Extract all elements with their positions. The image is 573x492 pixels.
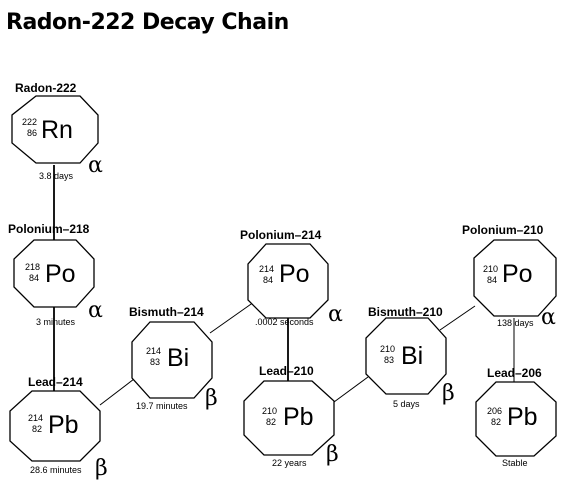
octagon-shape (473, 239, 557, 317)
octagon-shape (11, 95, 99, 164)
decay-symbol: β (442, 381, 455, 406)
element-symbol: Pb (283, 403, 314, 431)
mass-number: 214 (259, 264, 274, 274)
atomic-number: 82 (32, 424, 42, 434)
decay-symbol: α (328, 302, 343, 327)
node-polonium-214: Polonium–214 214 84 Po .0002 seconds α (240, 228, 343, 327)
mass-number: 206 (487, 406, 502, 416)
decay-symbol: α (88, 298, 103, 323)
atomic-number: 84 (487, 275, 497, 285)
atomic-number: 82 (491, 417, 501, 427)
mass-number: 214 (146, 346, 161, 356)
octagon-shape (243, 380, 335, 456)
half-life: 19.7 minutes (136, 401, 188, 411)
node-radon-222: Radon-222 222 86 Rn 3.8 days α (11, 81, 103, 181)
node-polonium-218: Polonium–218 218 84 Po 3 minutes α (8, 222, 103, 327)
atomic-number: 83 (150, 357, 160, 367)
decay-symbol: α (88, 153, 103, 178)
element-symbol: Bi (167, 344, 189, 372)
node-polonium-210: Polonium–210 210 84 Po 138 days α (462, 223, 557, 330)
octagon-shape (365, 317, 447, 395)
node-name: Lead–206 (487, 366, 542, 380)
mass-number: 210 (262, 406, 277, 416)
octagon-shape (13, 239, 95, 308)
element-symbol: Po (45, 260, 76, 288)
mass-number: 214 (28, 413, 43, 423)
node-bismuth-214: Bismuth–214 214 83 Bi 19.7 minutes β (129, 305, 218, 411)
octagon-shape (9, 390, 101, 462)
node-name: Polonium–214 (240, 228, 322, 242)
link-bi210-po210 (439, 305, 476, 331)
element-symbol: Po (279, 260, 310, 288)
atomic-number: 82 (266, 417, 276, 427)
link-pb214-bi214 (99, 378, 135, 406)
atomic-number: 86 (27, 128, 37, 138)
node-name: Bismuth–214 (129, 305, 204, 319)
node-name: Lead–210 (259, 364, 314, 378)
half-life: 138 days (497, 318, 534, 328)
node-name: Polonium–218 (8, 222, 90, 236)
node-lead-210: Lead–210 210 82 Pb 22 years β (243, 364, 339, 468)
half-life: Stable (502, 458, 528, 468)
decay-symbol: β (95, 456, 108, 481)
node-name: Radon-222 (15, 81, 77, 95)
mass-number: 210 (380, 344, 395, 354)
page-title: Radon-222 Decay Chain (6, 10, 289, 35)
decay-symbol: β (205, 386, 218, 411)
decay-symbol: α (541, 305, 556, 330)
mass-number: 222 (22, 117, 37, 127)
half-life: 28.6 minutes (30, 465, 82, 475)
half-life: 5 days (393, 399, 420, 409)
mass-number: 210 (483, 264, 498, 274)
mass-number: 218 (25, 262, 40, 272)
octagon-shape (247, 243, 329, 319)
node-lead-214: Lead–214 214 82 Pb 28.6 minutes β (9, 375, 108, 481)
octagon-shape (131, 321, 213, 399)
atomic-number: 83 (384, 355, 394, 365)
link-bi214-po214 (209, 301, 255, 334)
octagon-shape (475, 381, 557, 457)
half-life: .0002 seconds (255, 317, 314, 327)
element-symbol: Po (502, 260, 533, 288)
half-life: 3.8 days (39, 171, 74, 181)
atomic-number: 84 (263, 275, 273, 285)
element-symbol: Bi (401, 342, 423, 370)
decay-symbol: β (326, 442, 339, 467)
node-lead-206: Lead–206 206 82 Pb Stable (475, 366, 557, 468)
element-symbol: Pb (48, 411, 79, 439)
node-name: Polonium–210 (462, 223, 544, 237)
element-symbol: Pb (507, 403, 538, 431)
element-symbol: Rn (41, 116, 73, 144)
node-bismuth-210: Bismuth–210 210 83 Bi 5 days β (365, 305, 455, 409)
node-name: Lead–214 (28, 375, 83, 389)
atomic-number: 84 (29, 273, 39, 283)
node-name: Bismuth–210 (368, 305, 443, 319)
half-life: 3 minutes (36, 317, 76, 327)
link-pb210-bi210 (333, 376, 369, 403)
half-life: 22 years (272, 458, 307, 468)
